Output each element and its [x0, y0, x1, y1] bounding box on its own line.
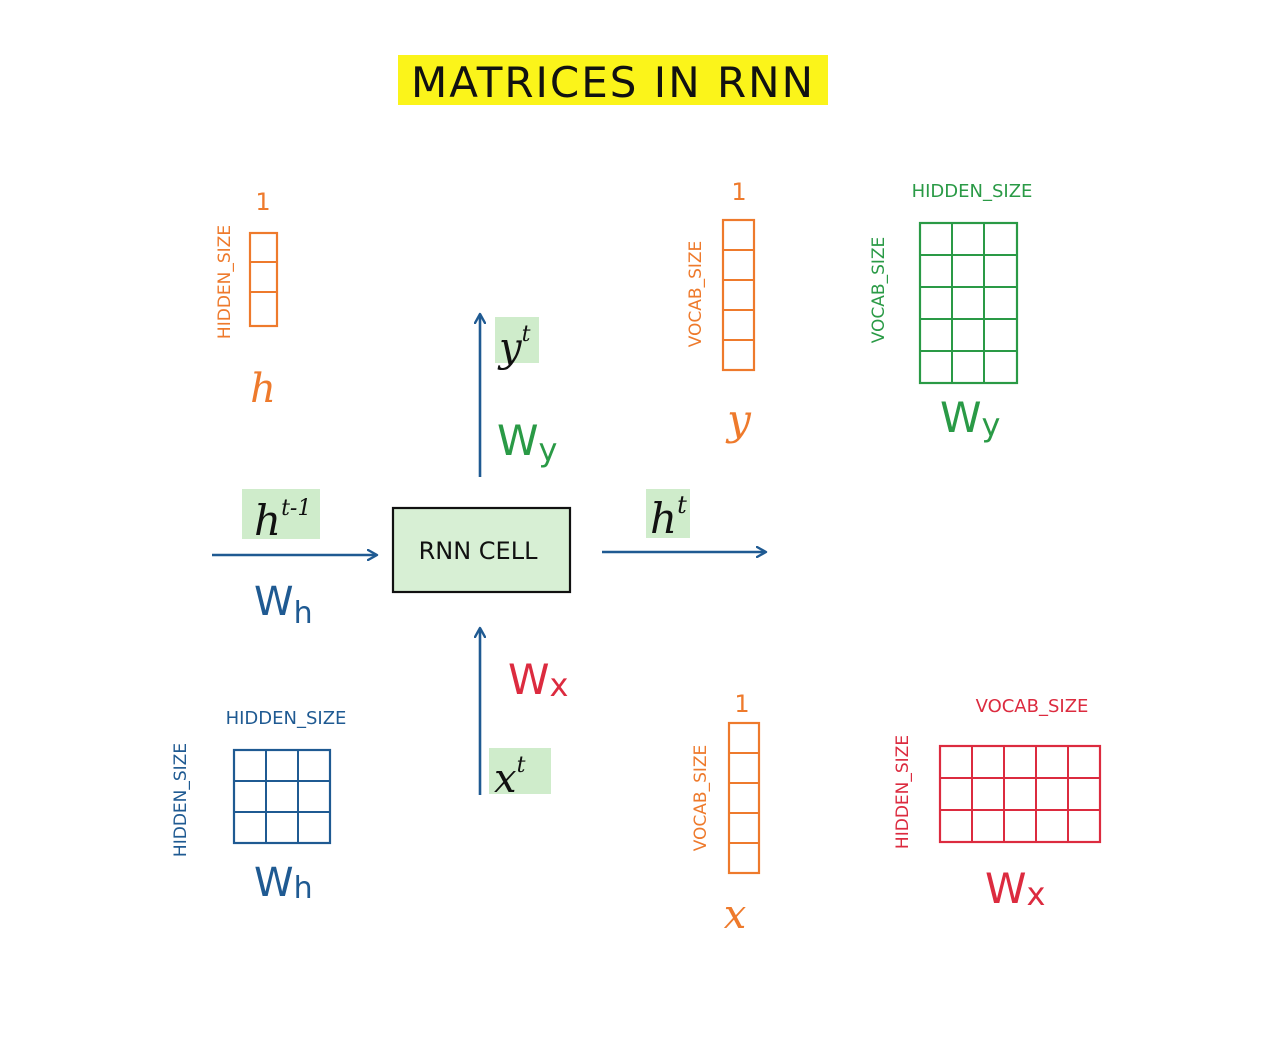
- wy-weight-label: Wy: [497, 416, 557, 469]
- matrix-x-border: [727, 721, 761, 875]
- y-out-label: yt: [497, 322, 531, 371]
- matrix-wy-cols-label: HIDDEN_SIZE: [912, 181, 1033, 202]
- rnn-cell-label: RNN CELL: [419, 537, 539, 565]
- matrix-y-border: [721, 218, 756, 372]
- matrix-wh: HIDDEN_SIZE HIDDEN_SIZE Wh: [171, 708, 346, 906]
- matrix-wy-rows-label: VOCAB_SIZE: [869, 237, 889, 344]
- matrix-wy: HIDDEN_SIZE VOCAB_SIZE Wy: [869, 181, 1032, 444]
- matrix-wh-name: Wh: [254, 860, 313, 906]
- matrix-h-border: [248, 231, 279, 328]
- matrix-wy-name: Wy: [940, 393, 1000, 444]
- matrix-wh-rows-label: HIDDEN_SIZE: [171, 743, 191, 857]
- matrix-wh-border: [232, 748, 332, 845]
- matrix-h-name: h: [250, 366, 276, 412]
- y-out-highlight: [495, 317, 539, 363]
- matrix-wx: VOCAB_SIZE HIDDEN_SIZE Wx: [893, 696, 1102, 913]
- matrix-y-rows-label: VOCAB_SIZE: [686, 241, 706, 348]
- matrix-wx-name: Wx: [985, 864, 1045, 913]
- h-prev-label: ht-1: [254, 496, 311, 545]
- h-next-highlight: [646, 489, 690, 538]
- matrix-x: 1 VOCAB_SIZE x: [691, 690, 761, 938]
- matrix-x-cols-label: 1: [734, 690, 749, 718]
- x-in-label: xt: [494, 753, 526, 802]
- matrix-wx-rows-label: HIDDEN_SIZE: [893, 735, 913, 849]
- wh-weight-label: Wh: [254, 579, 313, 631]
- diagram-title: MATRICES IN RNN: [411, 58, 815, 107]
- title-highlight: [398, 55, 828, 105]
- matrix-y-name: y: [725, 395, 752, 444]
- matrix-h-cols-label: 1: [255, 188, 270, 216]
- wx-weight-label: Wx: [508, 655, 568, 704]
- x-in-highlight: [489, 748, 551, 794]
- h-prev-highlight: [242, 489, 320, 539]
- matrix-wy-border: [918, 221, 1019, 385]
- h-next-label: ht: [650, 491, 687, 543]
- rnn-cell-box: [391, 506, 572, 594]
- matrix-h-rows-label: HIDDEN_SIZE: [215, 225, 235, 339]
- matrix-y: 1 VOCAB_SIZE y: [686, 178, 756, 444]
- matrix-x-rows-label: VOCAB_SIZE: [691, 745, 711, 852]
- matrix-wh-cols-label: HIDDEN_SIZE: [226, 708, 347, 729]
- matrix-y-cols-label: 1: [731, 178, 746, 206]
- matrix-x-name: x: [724, 892, 747, 938]
- matrix-wx-border: [938, 744, 1102, 844]
- matrix-wx-cols-label: VOCAB_SIZE: [976, 696, 1089, 717]
- matrix-h: 1 HIDDEN_SIZE h: [215, 188, 279, 412]
